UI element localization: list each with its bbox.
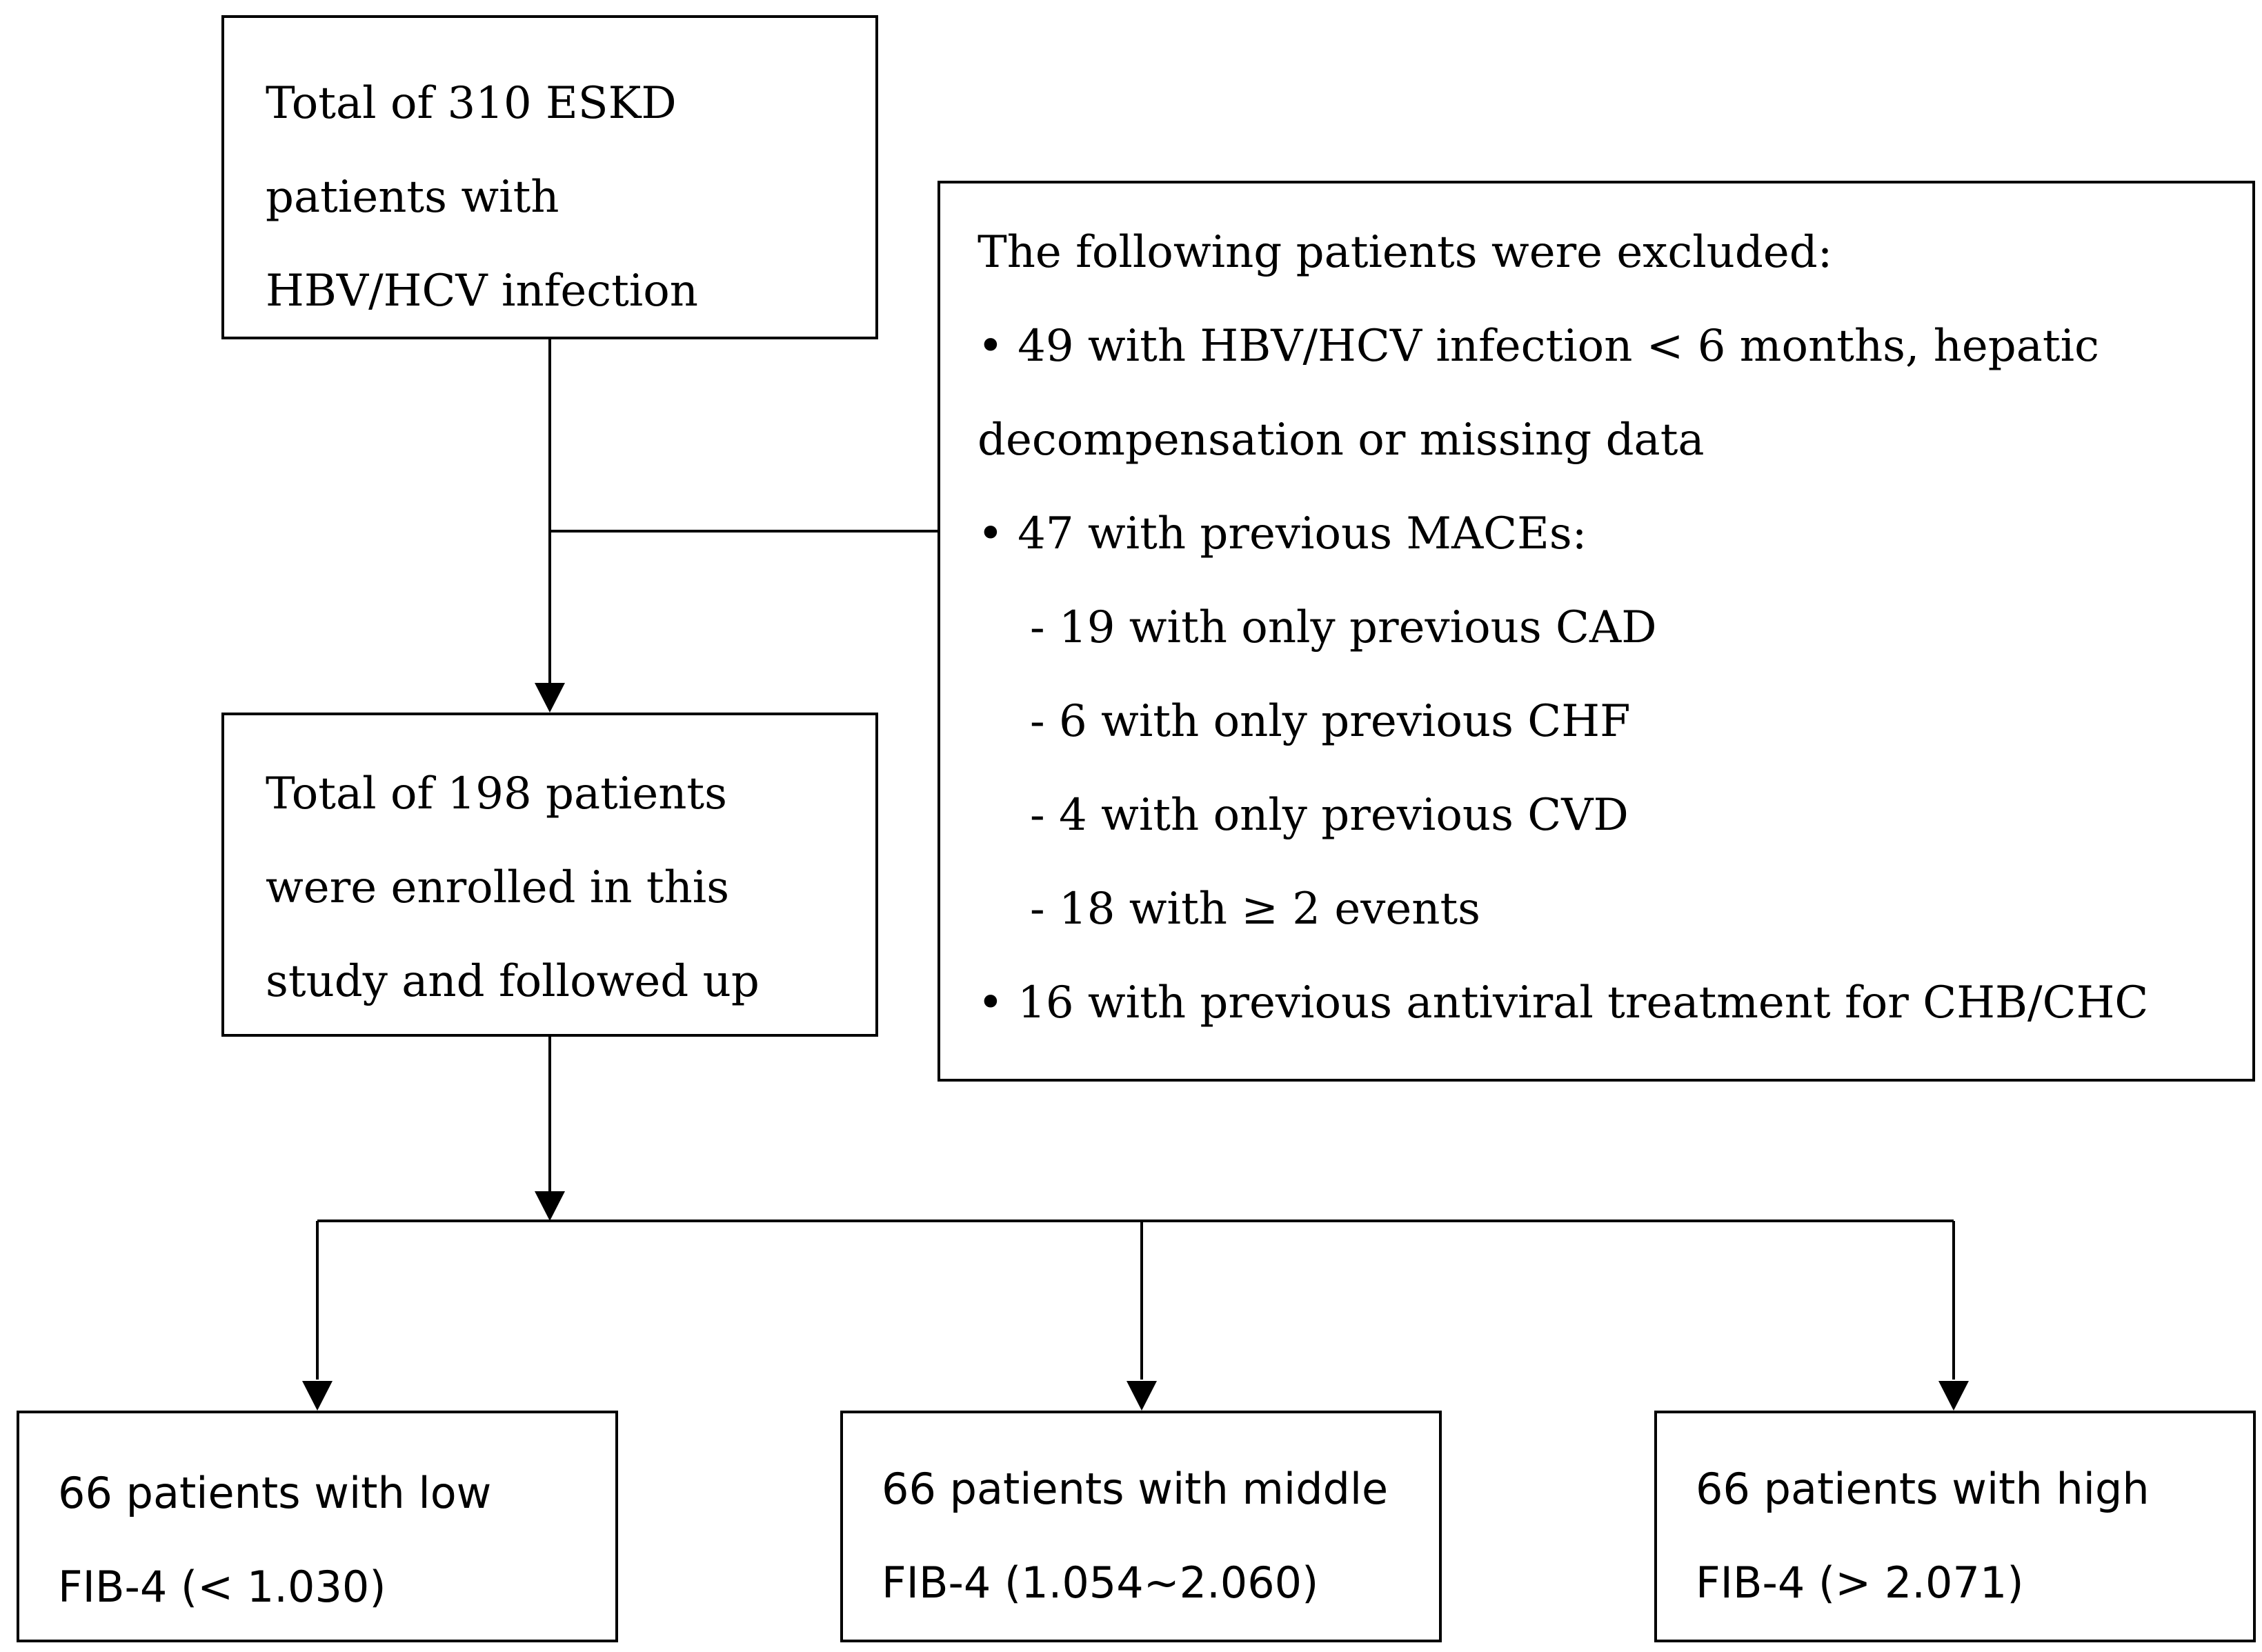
box-total-line-3: HBV/HCV infection bbox=[266, 266, 698, 317]
box-enrolled-line-3: study and followed up bbox=[266, 956, 760, 1007]
box-excluded-patients: The following patients were excluded: • … bbox=[937, 181, 2255, 1082]
box-high-fib4: 66 patients with high FIB-4 (> 2.071) bbox=[1654, 1411, 2256, 1642]
excluded-item-3: • 16 with previous antiviral treatment f… bbox=[978, 977, 2149, 1028]
arrowhead-enrolled bbox=[535, 683, 565, 713]
excluded-sub-item-multiple-events: - 18 with ≥ 2 events bbox=[1030, 884, 1480, 935]
excluded-item-1-line-1: • 49 with HBV/HCV infection < 6 months, … bbox=[978, 321, 2099, 372]
excluded-header: The following patients were excluded: bbox=[978, 227, 1833, 278]
box-total-line-2: patients with bbox=[266, 172, 559, 223]
excluded-item-2: • 47 with previous MACEs: bbox=[978, 508, 1587, 559]
excluded-item-1-line-2: decompensation or missing data bbox=[978, 415, 1705, 466]
arrowhead-high bbox=[1938, 1381, 1969, 1411]
box-high-line-1: 66 patients with high bbox=[1696, 1464, 2150, 1514]
excluded-sub-item-chf: - 6 with only previous CHF bbox=[1030, 696, 1631, 747]
excluded-sub-item-cad: - 19 with only previous CAD bbox=[1030, 602, 1657, 653]
box-high-line-2: FIB-4 (> 2.071) bbox=[1696, 1558, 2024, 1608]
box-middle-line-1: 66 patients with middle bbox=[882, 1464, 1389, 1514]
box-total-patients: Total of 310 ESKD patients with HBV/HCV … bbox=[221, 15, 878, 339]
box-middle-line-2: FIB-4 (1.054~2.060) bbox=[882, 1558, 1319, 1608]
box-enrolled-line-1: Total of 198 patients bbox=[266, 768, 727, 819]
arrowhead-split bbox=[535, 1191, 565, 1221]
box-total-line-1: Total of 310 ESKD bbox=[266, 78, 677, 129]
box-enrolled-line-2: were enrolled in this bbox=[266, 862, 730, 913]
arrowhead-low bbox=[302, 1381, 333, 1411]
box-enrolled-patients: Total of 198 patients were enrolled in t… bbox=[221, 713, 878, 1037]
excluded-sub-item-cvd: - 4 with only previous CVD bbox=[1030, 790, 1629, 841]
box-low-line-2: FIB-4 (< 1.030) bbox=[58, 1562, 386, 1612]
box-middle-fib4: 66 patients with middle FIB-4 (1.054~2.0… bbox=[840, 1411, 1442, 1642]
box-low-fib4: 66 patients with low FIB-4 (< 1.030) bbox=[17, 1411, 618, 1642]
arrowhead-middle bbox=[1127, 1381, 1157, 1411]
box-low-line-1: 66 patients with low bbox=[58, 1468, 492, 1518]
